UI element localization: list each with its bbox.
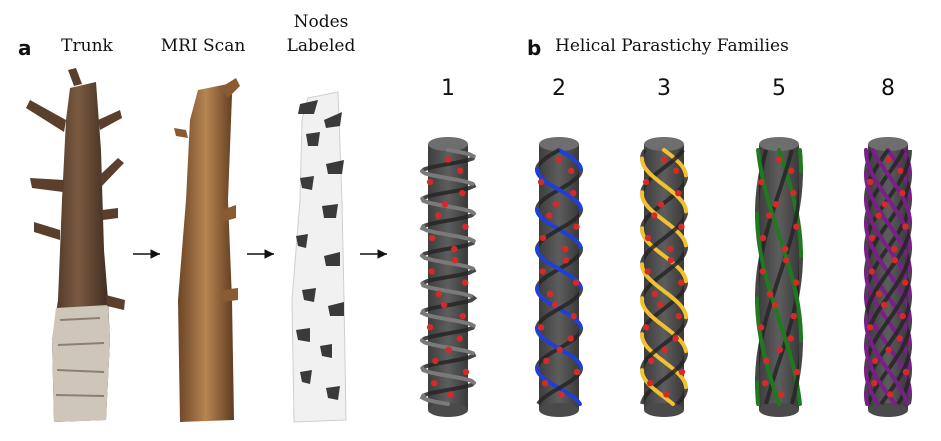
trunk-title: Trunk [61,36,113,56]
panel-b-title: Helical Parastichy Families [555,36,789,56]
nodes-labeled-title-line1: Nodes [293,12,349,32]
mri-scan-title: MRI Scan [160,36,246,56]
family-1-cylinder [422,137,474,417]
family-number-5: 5 [772,76,786,101]
trunk-image [26,68,125,422]
family-number-1: 1 [441,76,455,101]
family-number-3: 3 [657,76,671,101]
mri-scan-image [174,78,240,422]
family-8-cylinder [866,137,910,417]
nodes-labeled-title-line2: Labeled [286,36,356,56]
panel-b-letter: b [527,36,542,60]
family-5-cylinder [757,137,801,417]
panel-a-letter: a [18,36,32,60]
family-2-cylinder [537,137,581,417]
family-3-cylinder [642,137,686,417]
family-number-8: 8 [881,76,895,101]
family-number-2: 2 [552,76,566,101]
nodes-labeled-image [291,91,347,423]
